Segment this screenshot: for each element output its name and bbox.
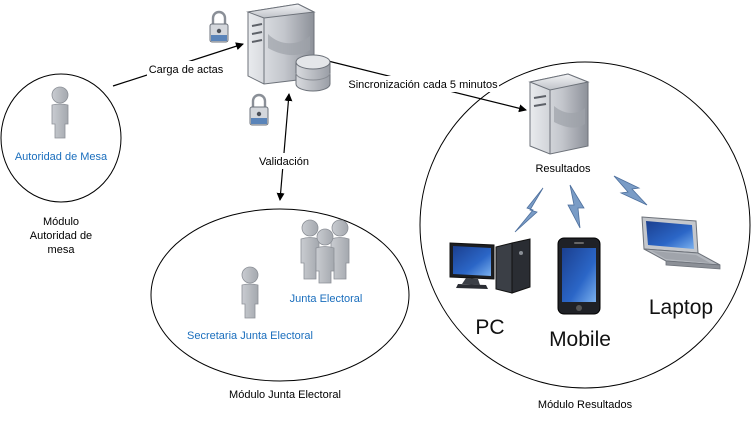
validacion-label: Validación	[259, 156, 309, 168]
device-label-pc: PC	[475, 316, 504, 339]
module-autoridad-ellipse	[0, 73, 122, 203]
junta-module-caption: Módulo Junta Electoral	[229, 389, 341, 401]
autoridad-user-label: Autoridad de Mesa	[15, 151, 108, 163]
person-icon	[51, 86, 69, 139]
carga-actas-label: Carga de actas	[149, 64, 224, 76]
laptop-icon	[641, 216, 721, 270]
desktop-pc-icon	[449, 238, 531, 294]
sincronizacion-label: Sincronización cada 5 minutos	[348, 79, 498, 91]
wireless-signal-icon	[567, 184, 585, 229]
device-label-laptop: Laptop	[649, 296, 713, 319]
group-icon	[300, 219, 350, 284]
lock-icon	[249, 93, 269, 126]
wireless-signal-icon	[514, 187, 544, 233]
module-resultados-ellipse	[419, 61, 751, 389]
server-icon	[246, 3, 316, 85]
server-icon	[528, 73, 590, 155]
person-icon	[241, 266, 259, 319]
device-label-mobile: Mobile	[549, 328, 611, 351]
lock-icon	[209, 10, 229, 43]
autoridad-module-caption-line2: Autoridad de	[30, 230, 92, 242]
junta-user-label: Secretaria Junta Electoral	[187, 330, 313, 342]
module-junta-ellipse	[150, 208, 410, 382]
junta-group-label: Junta Electoral	[290, 293, 363, 305]
autoridad-module-caption-line1: Módulo	[43, 216, 79, 228]
validacion-connector	[276, 93, 293, 201]
mobile-phone-icon	[557, 237, 601, 315]
wireless-signal-icon	[613, 175, 648, 206]
autoridad-module-caption-line3: mesa	[48, 244, 76, 256]
database-icon	[295, 54, 331, 92]
resultados-module-caption: Módulo Resultados	[538, 399, 633, 411]
resultados-server-label: Resultados	[535, 163, 591, 175]
